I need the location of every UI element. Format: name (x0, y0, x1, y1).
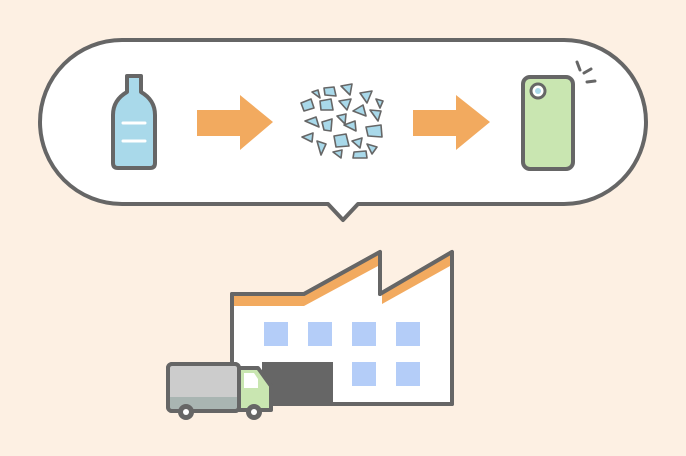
sparkle-icon (575, 60, 597, 84)
plastic-flakes-icon (300, 83, 384, 159)
phone-case-icon (521, 60, 597, 171)
factory-icon (230, 250, 454, 406)
plastic-bottle-icon (111, 74, 157, 170)
factory-windows (264, 322, 420, 386)
arrow-right-icon (413, 95, 490, 150)
factory-door (262, 362, 333, 404)
arrow-right-icon (197, 95, 273, 150)
truck-icon (166, 362, 273, 420)
speech-bubble (38, 38, 648, 222)
